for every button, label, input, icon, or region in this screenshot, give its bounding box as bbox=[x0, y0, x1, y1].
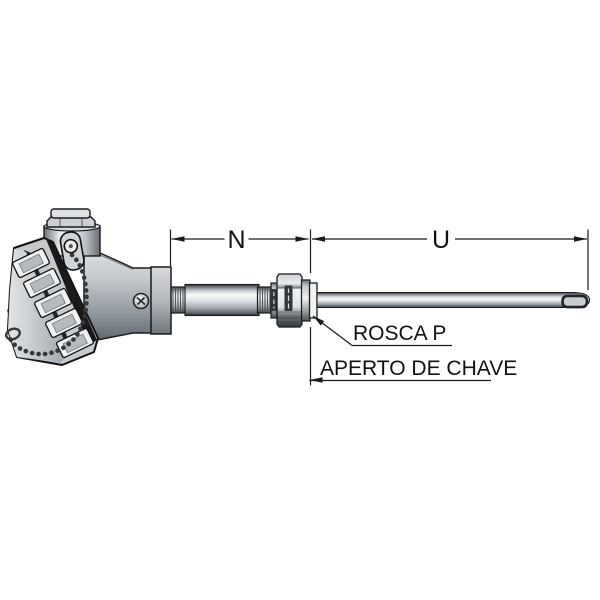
probe-tip-marking bbox=[561, 294, 589, 309]
neck-thread-right bbox=[256, 286, 273, 314]
neck-thread-left bbox=[169, 286, 187, 314]
dimension-n-label: N bbox=[227, 226, 245, 254]
arrow-n-right bbox=[295, 236, 309, 242]
cap-rib bbox=[12, 247, 50, 279]
neck-and-fitting bbox=[169, 273, 591, 328]
arrow-u-right bbox=[574, 236, 587, 242]
cap-rib bbox=[45, 307, 83, 339]
arrow-u-left bbox=[312, 236, 325, 242]
collar-brand-marking bbox=[270, 289, 277, 311]
cable-gland bbox=[46, 208, 96, 228]
gland-cap bbox=[50, 208, 91, 219]
neck-tube bbox=[184, 283, 260, 317]
chain-end-loop bbox=[5, 327, 21, 341]
arrow-aperto bbox=[309, 377, 323, 383]
cap-rib bbox=[23, 267, 61, 299]
wrench-callout-label: APERTO DE CHAVE bbox=[320, 357, 517, 380]
arrow-n-left bbox=[171, 236, 185, 242]
fitting-collar bbox=[300, 279, 311, 322]
dimension-arrowheads bbox=[171, 236, 587, 383]
head-flange bbox=[150, 266, 172, 335]
probe-sheath bbox=[316, 291, 591, 309]
connection-head bbox=[5, 208, 172, 366]
head-body-shoulder-line bbox=[99, 254, 134, 270]
arrow-rosca bbox=[313, 316, 325, 326]
dimensions bbox=[169, 229, 589, 386]
cover-ribs bbox=[12, 247, 94, 359]
process-thread-ring bbox=[308, 282, 318, 319]
body-screw bbox=[132, 292, 150, 310]
bead-chain bbox=[7, 252, 89, 357]
hex-brand-marking bbox=[284, 285, 293, 311]
dimension-u-label: U bbox=[432, 226, 450, 254]
cap-rib bbox=[34, 287, 72, 319]
gland-hex bbox=[46, 216, 96, 228]
thread-callout-label: ROSCA P bbox=[353, 322, 446, 345]
dimension-labels: N U ROSCA P APERTO DE CHAVE bbox=[227, 226, 517, 380]
